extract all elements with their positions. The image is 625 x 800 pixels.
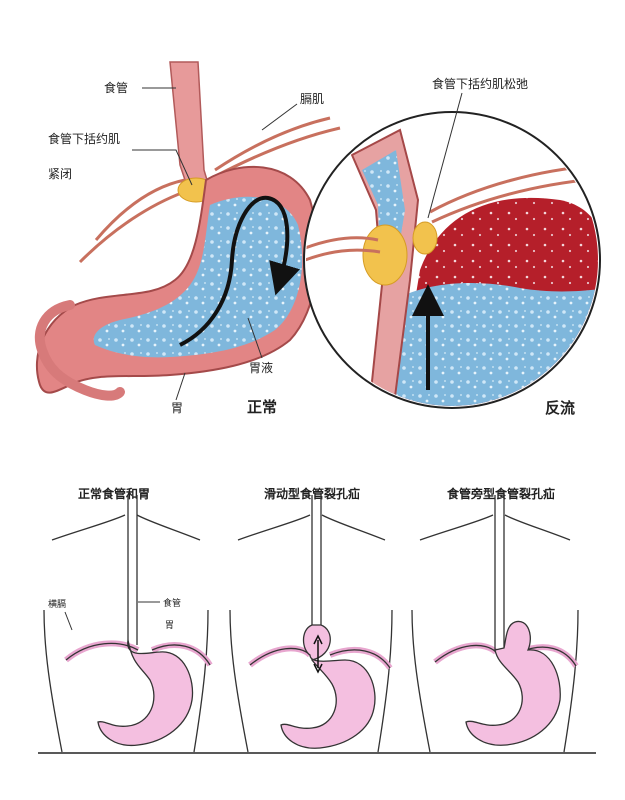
panel-sliding-hernia [229,495,393,753]
label-esophagus: 食管 [104,80,128,95]
normal-leader-lines [132,87,298,401]
stomach-sliding-hernia [280,624,376,749]
ribs-top [237,514,386,541]
label-stomach-normal: 胃 [165,620,174,631]
stomach-paraesophageal-hernia [465,620,561,746]
mixing-arrow [179,195,300,347]
ribs-top [419,514,571,541]
leader-diaphragm-1 [64,611,73,631]
ribs-top [51,514,201,541]
reflux-zoom-circle [303,111,601,409]
torso-outline [229,609,393,753]
panel-paraesophageal-hernia [411,495,579,753]
label-diaphragm-normal: 横膈 [48,598,66,610]
panel-title-paraesophageal-hernia: 食管旁型食管裂孔疝 [446,486,555,501]
label-reflux: 反流 [545,399,575,417]
diaphragm-muscle [78,116,341,264]
reflux-sphincter-fat-2 [412,221,438,255]
torso-outline [411,609,579,753]
label-gastric-juice: 胃液 [249,360,273,375]
esophagus-line [127,495,138,645]
esophagus-line [311,495,322,625]
label-stomach: 胃 [171,401,183,415]
esophagus-tube [169,61,211,196]
esophagus-line [494,495,505,650]
les-relaxed-leader [427,92,463,219]
label-les-closed-2: 紧闭 [48,167,72,181]
diaphragm-line [65,642,211,666]
panel-normal [43,495,213,753]
label-les-relaxed: 食管下括约肌松弛 [432,76,528,91]
panel-title-sliding-hernia: 滑动型食管裂孔疝 [264,486,360,501]
torso-outline [43,609,209,753]
stomach-normal [97,639,194,747]
label-esophagus-normal: 食管 [163,597,181,609]
label-normal: 正常 [247,398,277,416]
reflux-diaphragm [306,163,598,264]
reflux-sphincter-fat [362,224,408,286]
duodenum [34,300,125,401]
hernia-slide-arrowheads [313,634,323,674]
normal-stomach-illustration [34,61,341,401]
gastric-juice-fluid [93,196,303,358]
label-diaphragm: 膈肌 [300,92,324,106]
panel-title-normal: 正常食管和胃 [78,486,150,501]
label-les-closed-1: 食管下括约肌 [48,131,120,146]
